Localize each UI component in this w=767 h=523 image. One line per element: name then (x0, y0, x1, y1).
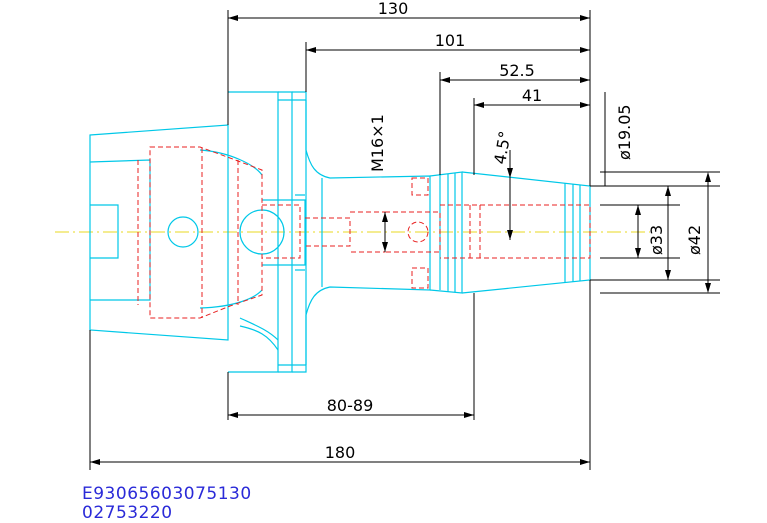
dim-nose-length: 41 (522, 86, 542, 105)
dim-taper-length: 52.5 (499, 61, 535, 80)
part-code-line2: 02753220 (82, 503, 173, 523)
dimension-lines (89, 10, 720, 470)
dim-tip-diameter: ø19.05 (615, 104, 634, 160)
part-code-line1: E93065603075130 (82, 484, 252, 504)
dimension-texts: 130 101 52.5 41 80-89 180 M16×1 4.5° ø19… (325, 0, 704, 462)
dim-thread: M16×1 (368, 114, 387, 172)
dim-total-length: 180 (325, 443, 356, 462)
dim-clamping-range: 80-89 (327, 396, 374, 415)
hidden-lines (137, 146, 591, 319)
tool-outline (89, 91, 591, 373)
dim-overall-length: 130 (378, 0, 409, 18)
dim-collar-diameter: ø33 (647, 225, 666, 255)
dim-taper-angle: 4.5° (490, 129, 515, 165)
arrowheads (90, 15, 711, 465)
dim-body-diameter: ø42 (685, 225, 704, 255)
dim-flange-to-tip: 101 (435, 31, 466, 50)
